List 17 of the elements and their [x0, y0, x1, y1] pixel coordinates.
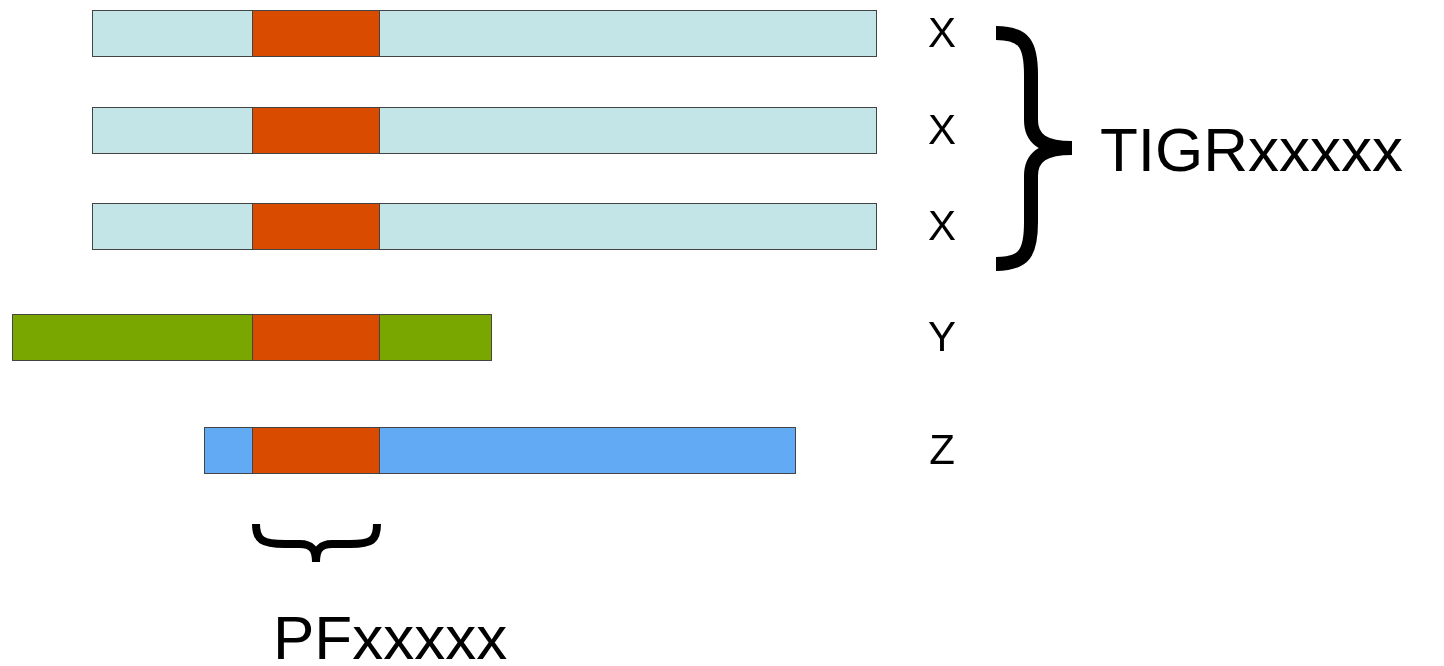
domain-segment	[251, 9, 380, 57]
family-label: TIGRxxxxx	[1100, 119, 1404, 181]
protein-bar	[92, 107, 877, 154]
domain-segment	[251, 313, 380, 361]
sequence-label: Y	[928, 316, 956, 358]
domain-segment	[251, 426, 380, 474]
protein-bar	[92, 10, 877, 57]
sequence-label: Z	[929, 429, 955, 471]
sequence-label: X	[928, 109, 956, 151]
protein-bar	[12, 314, 492, 361]
sequence-label: X	[928, 205, 956, 247]
domain-segment	[251, 202, 380, 250]
protein-bar	[204, 427, 796, 474]
sequence-label: X	[928, 12, 956, 54]
family-label: PFxxxxx	[273, 607, 508, 666]
domain-segment	[251, 106, 380, 154]
protein-bar	[92, 203, 877, 250]
